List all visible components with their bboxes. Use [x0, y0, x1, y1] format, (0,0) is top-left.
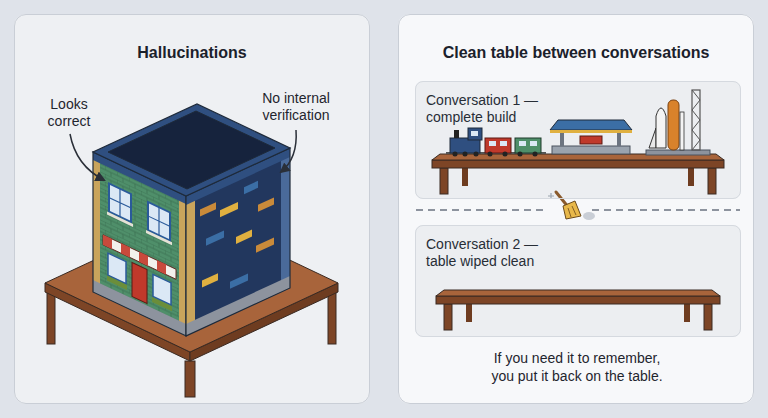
- building-open-side: [236, 230, 252, 244]
- building-facade: [132, 262, 147, 303]
- panel: Hallucinations: [14, 14, 370, 404]
- callout-label: No internal verification: [246, 90, 346, 124]
- building-facade: [146, 230, 172, 245]
- panel: Clean table between conversations If you …: [398, 14, 754, 404]
- toy-shuttle: [646, 90, 710, 155]
- toy-station: [550, 120, 632, 154]
- building-facade: [157, 260, 166, 274]
- building-facade: [152, 297, 172, 311]
- building-facade: [139, 252, 148, 266]
- table: [444, 304, 452, 330]
- table: [688, 168, 694, 186]
- table: [704, 304, 712, 330]
- toy-station: [552, 146, 630, 154]
- scene-box: Conversation 2 — table wiped clean: [415, 225, 741, 337]
- panel-fills: [14, 14, 370, 404]
- toy-train: [471, 131, 478, 136]
- callout-label: Looks correct: [34, 96, 104, 130]
- toy-station: [617, 132, 621, 146]
- toy-train: [474, 152, 479, 157]
- toy-train: [533, 152, 538, 157]
- toy-train: [519, 141, 526, 146]
- building-open-side: [186, 276, 290, 336]
- panel-title: Hallucinations: [15, 43, 369, 63]
- table: [436, 290, 720, 296]
- broom-icon: [548, 192, 595, 220]
- building-top: [93, 104, 290, 196]
- table: [432, 160, 724, 168]
- toy-shuttle: [646, 150, 710, 155]
- table: [185, 361, 195, 397]
- leader-arrow: [70, 134, 104, 180]
- toy-shuttle: [656, 108, 666, 148]
- building-facade: [93, 280, 186, 336]
- building-top: [108, 111, 275, 189]
- table: [436, 290, 720, 330]
- panel-fills: [14, 14, 754, 404]
- panel-fills: [415, 225, 741, 337]
- toy-shuttle: [692, 90, 700, 150]
- table: [440, 168, 448, 194]
- toy-train: [530, 141, 537, 146]
- building-open-side: [244, 181, 258, 194]
- table: [436, 296, 720, 304]
- building-facade: [107, 212, 133, 227]
- toy-shuttle: [680, 112, 684, 150]
- broom-icon: [583, 212, 595, 220]
- toy-shuttle: [692, 90, 700, 150]
- building-open-side: [281, 148, 290, 292]
- toy-train: [503, 152, 508, 157]
- building-facade: [121, 243, 130, 257]
- table: [684, 304, 690, 322]
- toy-train: [485, 138, 511, 153]
- building-facade: [107, 276, 127, 290]
- panel-title: Clean table between conversations: [399, 43, 753, 63]
- leader-arrow: [281, 130, 296, 172]
- scene-caption: Conversation 1 — complete build: [426, 92, 556, 126]
- footnote-text: If you need it to remember, you put it b…: [482, 349, 672, 385]
- scene-caption: Conversation 2 — table wiped clean: [426, 236, 556, 270]
- building-open-side: [186, 192, 195, 336]
- building-open-side: [256, 237, 274, 252]
- toy-train: [446, 128, 546, 157]
- table: [47, 292, 55, 344]
- table: [462, 168, 468, 186]
- toy-train: [454, 130, 459, 138]
- building-open-side: [202, 273, 218, 287]
- building-facade: [179, 193, 186, 336]
- toy-train: [500, 141, 507, 146]
- broom-icon: [568, 206, 576, 217]
- building-open-side: [200, 202, 216, 216]
- broom-icon: [563, 201, 581, 219]
- building-open-side: [220, 202, 238, 217]
- building-open-side: [258, 197, 274, 211]
- toy-train: [468, 128, 482, 140]
- toy-station: [560, 132, 564, 146]
- leader-arrow: [70, 130, 296, 180]
- toy-shuttle: [668, 100, 679, 150]
- toy-train: [515, 138, 541, 153]
- building-facade: [103, 235, 112, 249]
- toy-train: [453, 152, 458, 157]
- toy-train: [518, 152, 523, 157]
- toy-train: [463, 152, 468, 157]
- toy-station: [580, 136, 602, 144]
- building-open-side: [230, 273, 248, 288]
- table: [432, 154, 724, 194]
- table: [466, 304, 472, 322]
- table: [708, 168, 716, 194]
- table: [328, 292, 336, 344]
- toy-train: [488, 152, 493, 157]
- panel-fills: [415, 81, 741, 199]
- toy-station: [550, 120, 632, 130]
- building-top: [93, 104, 290, 196]
- toy-station: [550, 130, 632, 133]
- toy-train: [489, 141, 496, 146]
- scene-box: Conversation 1 — complete build: [415, 81, 741, 199]
- toy-shuttle: [649, 128, 656, 148]
- panel-fills: [398, 14, 754, 404]
- building-open-side: [206, 230, 224, 245]
